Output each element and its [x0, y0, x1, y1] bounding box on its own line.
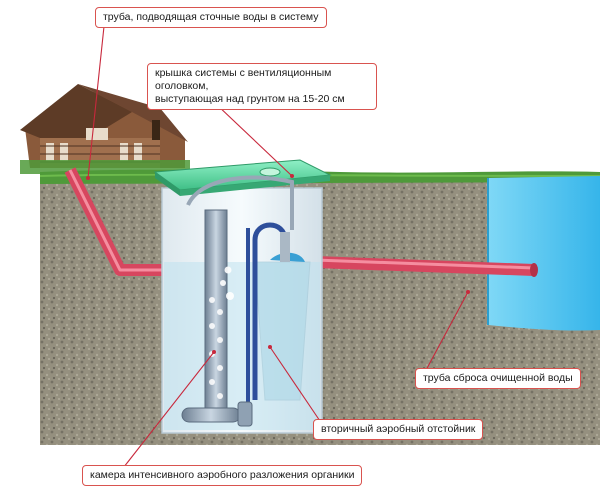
label-secondary-settler-text: вторичный аэробный отстойник	[321, 423, 476, 435]
label-inlet-pipe-text: труба, подводящая сточные воды в систему	[103, 11, 319, 23]
label-outlet-pipe-text: труба сброса очищенной воды	[423, 372, 573, 384]
label-lid-line2: выступающая над грунтом на 15-20 см	[155, 93, 345, 105]
label-aerobic-chamber-text: камера интенсивного аэробного разложения…	[90, 469, 355, 481]
label-outlet-pipe: труба сброса очищенной воды	[415, 368, 581, 389]
label-aerobic-chamber: камера интенсивного аэробного разложения…	[82, 465, 363, 486]
house-illustration	[20, 84, 190, 174]
label-secondary-settler: вторичный аэробный отстойник	[313, 419, 484, 440]
label-lid-line1: крышка системы с вентиляционным оголовко…	[155, 67, 332, 92]
pipe-illustration	[64, 167, 180, 276]
label-lid: крышка системы с вентиляционным оголовко…	[147, 63, 377, 110]
tank-illustration	[153, 159, 332, 434]
label-inlet-pipe: труба, подводящая сточные воды в систему	[95, 7, 327, 28]
